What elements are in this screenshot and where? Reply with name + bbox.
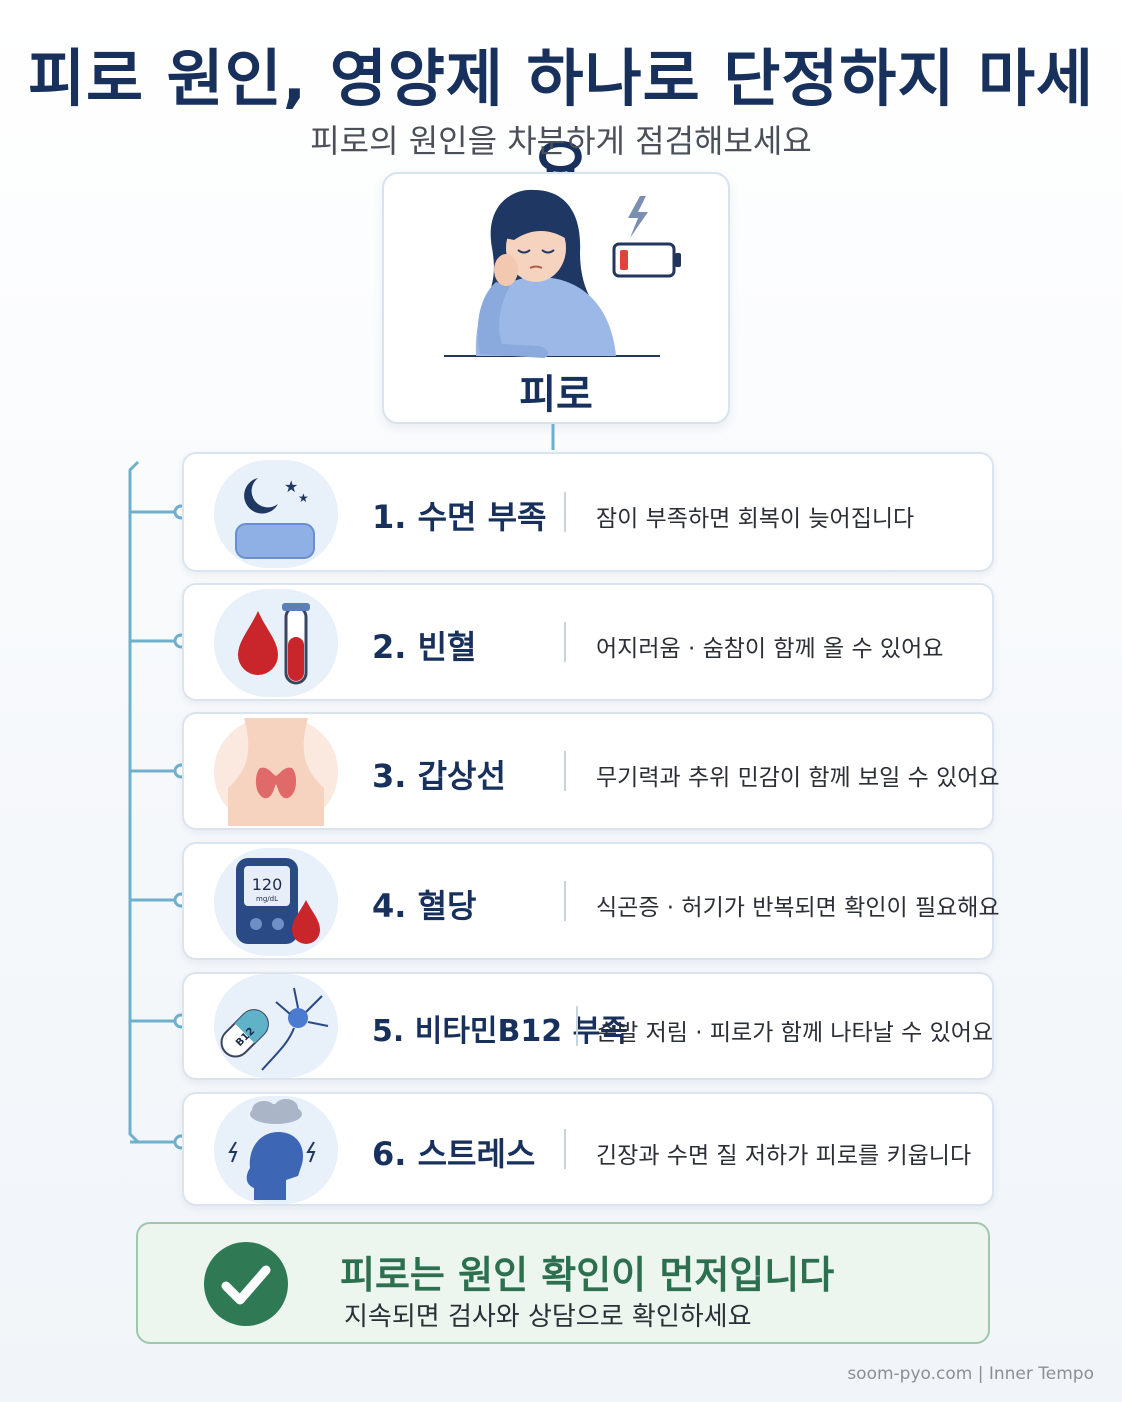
capsule-neuron-icon: B12 — [214, 974, 338, 1078]
cause-desc: 식곤증 · 허기가 반복되면 확인이 필요해요 — [596, 895, 1000, 921]
cause-card-anemia: 2. 빈혈 어지러움 · 숨참이 함께 올 수 있어요 — [182, 583, 994, 701]
divider — [564, 492, 566, 532]
cause-title: 5. 비타민B12 부족 — [372, 1014, 628, 1049]
divider — [564, 622, 566, 662]
cause-title: 3. 갑상선 — [372, 757, 506, 795]
credit-text: soom-pyo.com | Inner Tempo — [847, 1364, 1094, 1384]
divider — [564, 751, 566, 791]
cause-title: 2. 빈혈 — [372, 628, 477, 666]
conclusion-subtitle: 지속되면 검사와 상담으로 확인하세요 — [344, 1302, 752, 1332]
cause-desc: 잠이 부족하면 회복이 늦어집니다 — [596, 506, 915, 532]
thyroid-neck-icon — [214, 718, 338, 826]
page-subtitle: 피로의 원인을 차분하게 점검해보세요 — [310, 122, 812, 160]
hero-label: 피로 — [519, 372, 593, 418]
cause-card-thyroid: 3. 갑상선 무기력과 추위 민감이 함께 보일 수 있어요 — [182, 712, 1000, 830]
conclusion-title: 피로는 원인 확인이 먼저입니다 — [340, 1253, 835, 1297]
cause-card-blood-sugar: 120 mg/dL 4. 혈당 식곤증 · 허기가 반복되면 확인이 필요해요 — [182, 842, 1000, 960]
cause-title: 1. 수면 부족 — [372, 498, 547, 536]
cause-title: 4. 혈당 — [372, 887, 477, 925]
moon-pillow-icon: ★ ★ — [214, 460, 338, 568]
cause-desc: 손발 저림 · 피로가 함께 나타날 수 있어요 — [596, 1020, 994, 1046]
divider — [564, 1129, 566, 1169]
svg-text:★: ★ — [298, 491, 309, 505]
fatigue-hero-card: 피로 — [382, 172, 730, 424]
meter-value: 120 — [252, 875, 283, 894]
divider — [576, 1006, 578, 1046]
cause-card-sleep: ★ ★ 1. 수면 부족 잠이 부족하면 회복이 늦어집니다 — [182, 452, 994, 572]
cause-title: 6. 스트레스 — [372, 1135, 536, 1173]
cause-card-stress: 6. 스트레스 긴장과 수면 질 저하가 피로를 키웁니다 — [182, 1092, 994, 1206]
stressed-head-cloud-icon — [214, 1096, 338, 1204]
divider — [564, 881, 566, 921]
meter-unit: mg/dL — [256, 895, 278, 903]
svg-text:★: ★ — [284, 477, 298, 496]
checkmark-icon — [204, 1242, 288, 1326]
cause-card-vitamin-b12: B12 5. 비타민B12 부족 손발 저림 · 피로가 함께 나타날 수 있어… — [182, 972, 994, 1080]
page-title: 피로 원인, 영양제 하나로 단정하지 마세요 — [27, 42, 1095, 205]
tired-person-illustration — [444, 189, 681, 358]
blood-drop-test-tube-icon — [214, 589, 338, 697]
cause-desc: 긴장과 수면 질 저하가 피로를 키웁니다 — [596, 1143, 972, 1169]
cause-desc: 무기력과 추위 민감이 함께 보일 수 있어요 — [596, 765, 1000, 791]
conclusion-box: 피로는 원인 확인이 먼저입니다 지속되면 검사와 상담으로 확인하세요 — [136, 1222, 990, 1344]
glucose-meter-icon: 120 mg/dL — [214, 848, 338, 956]
cause-desc: 어지러움 · 숨참이 함께 올 수 있어요 — [596, 636, 944, 662]
